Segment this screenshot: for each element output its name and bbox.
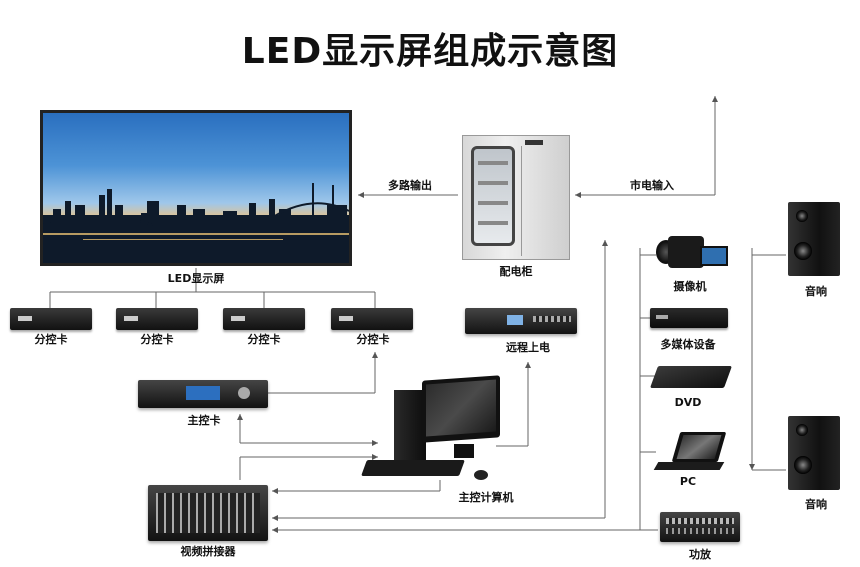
sub-control-card-2 bbox=[116, 308, 198, 330]
remote-power-label: 远程上电 bbox=[506, 341, 550, 354]
computer-monitor bbox=[422, 375, 500, 443]
speaker-1-label: 音响 bbox=[805, 285, 827, 298]
video-splicer-label: 视频拼接器 bbox=[180, 545, 236, 558]
sub-control-card-3-label: 分控卡 bbox=[247, 333, 281, 346]
multimedia-device-label: 多媒体设备 bbox=[660, 338, 716, 351]
city-skyline-image bbox=[43, 183, 349, 263]
distribution-cabinet bbox=[462, 135, 570, 260]
sub-control-card-4-label: 分控卡 bbox=[356, 333, 390, 346]
pc-laptop bbox=[653, 432, 727, 472]
multi-output-label: 多路输出 bbox=[388, 179, 432, 192]
main-control-card-label: 主控卡 bbox=[187, 414, 221, 427]
keyboard bbox=[361, 460, 465, 476]
computer-tower bbox=[394, 390, 426, 464]
pc-label: PC bbox=[679, 475, 697, 488]
dvd-player bbox=[649, 366, 733, 388]
speaker-1 bbox=[788, 202, 840, 276]
led-screen-label: LED显示屏 bbox=[167, 272, 225, 285]
main-control-card bbox=[138, 380, 268, 408]
sub-control-card-1 bbox=[10, 308, 92, 330]
mouse bbox=[474, 470, 488, 480]
amplifier bbox=[660, 512, 740, 542]
sub-control-card-3 bbox=[223, 308, 305, 330]
led-screen bbox=[40, 110, 352, 266]
mains-input-label: 市电输入 bbox=[630, 179, 674, 192]
dvd-label: DVD bbox=[674, 396, 702, 409]
sub-control-card-2-label: 分控卡 bbox=[140, 333, 174, 346]
distribution-cabinet-label: 配电柜 bbox=[499, 265, 533, 278]
speaker-2 bbox=[788, 416, 840, 490]
multimedia-device bbox=[650, 308, 728, 328]
sub-control-card-1-label: 分控卡 bbox=[34, 333, 68, 346]
video-splicer bbox=[148, 485, 268, 541]
camera-label: 摄像机 bbox=[673, 280, 707, 293]
main-computer-label: 主控计算机 bbox=[458, 491, 514, 504]
amplifier-label: 功放 bbox=[689, 548, 711, 561]
camera bbox=[656, 232, 728, 272]
diagram-title: LED显示屏组成示意图 bbox=[241, 31, 619, 72]
sub-control-card-4 bbox=[331, 308, 413, 330]
speaker-2-label: 音响 bbox=[805, 498, 827, 511]
remote-power-unit bbox=[465, 308, 577, 334]
